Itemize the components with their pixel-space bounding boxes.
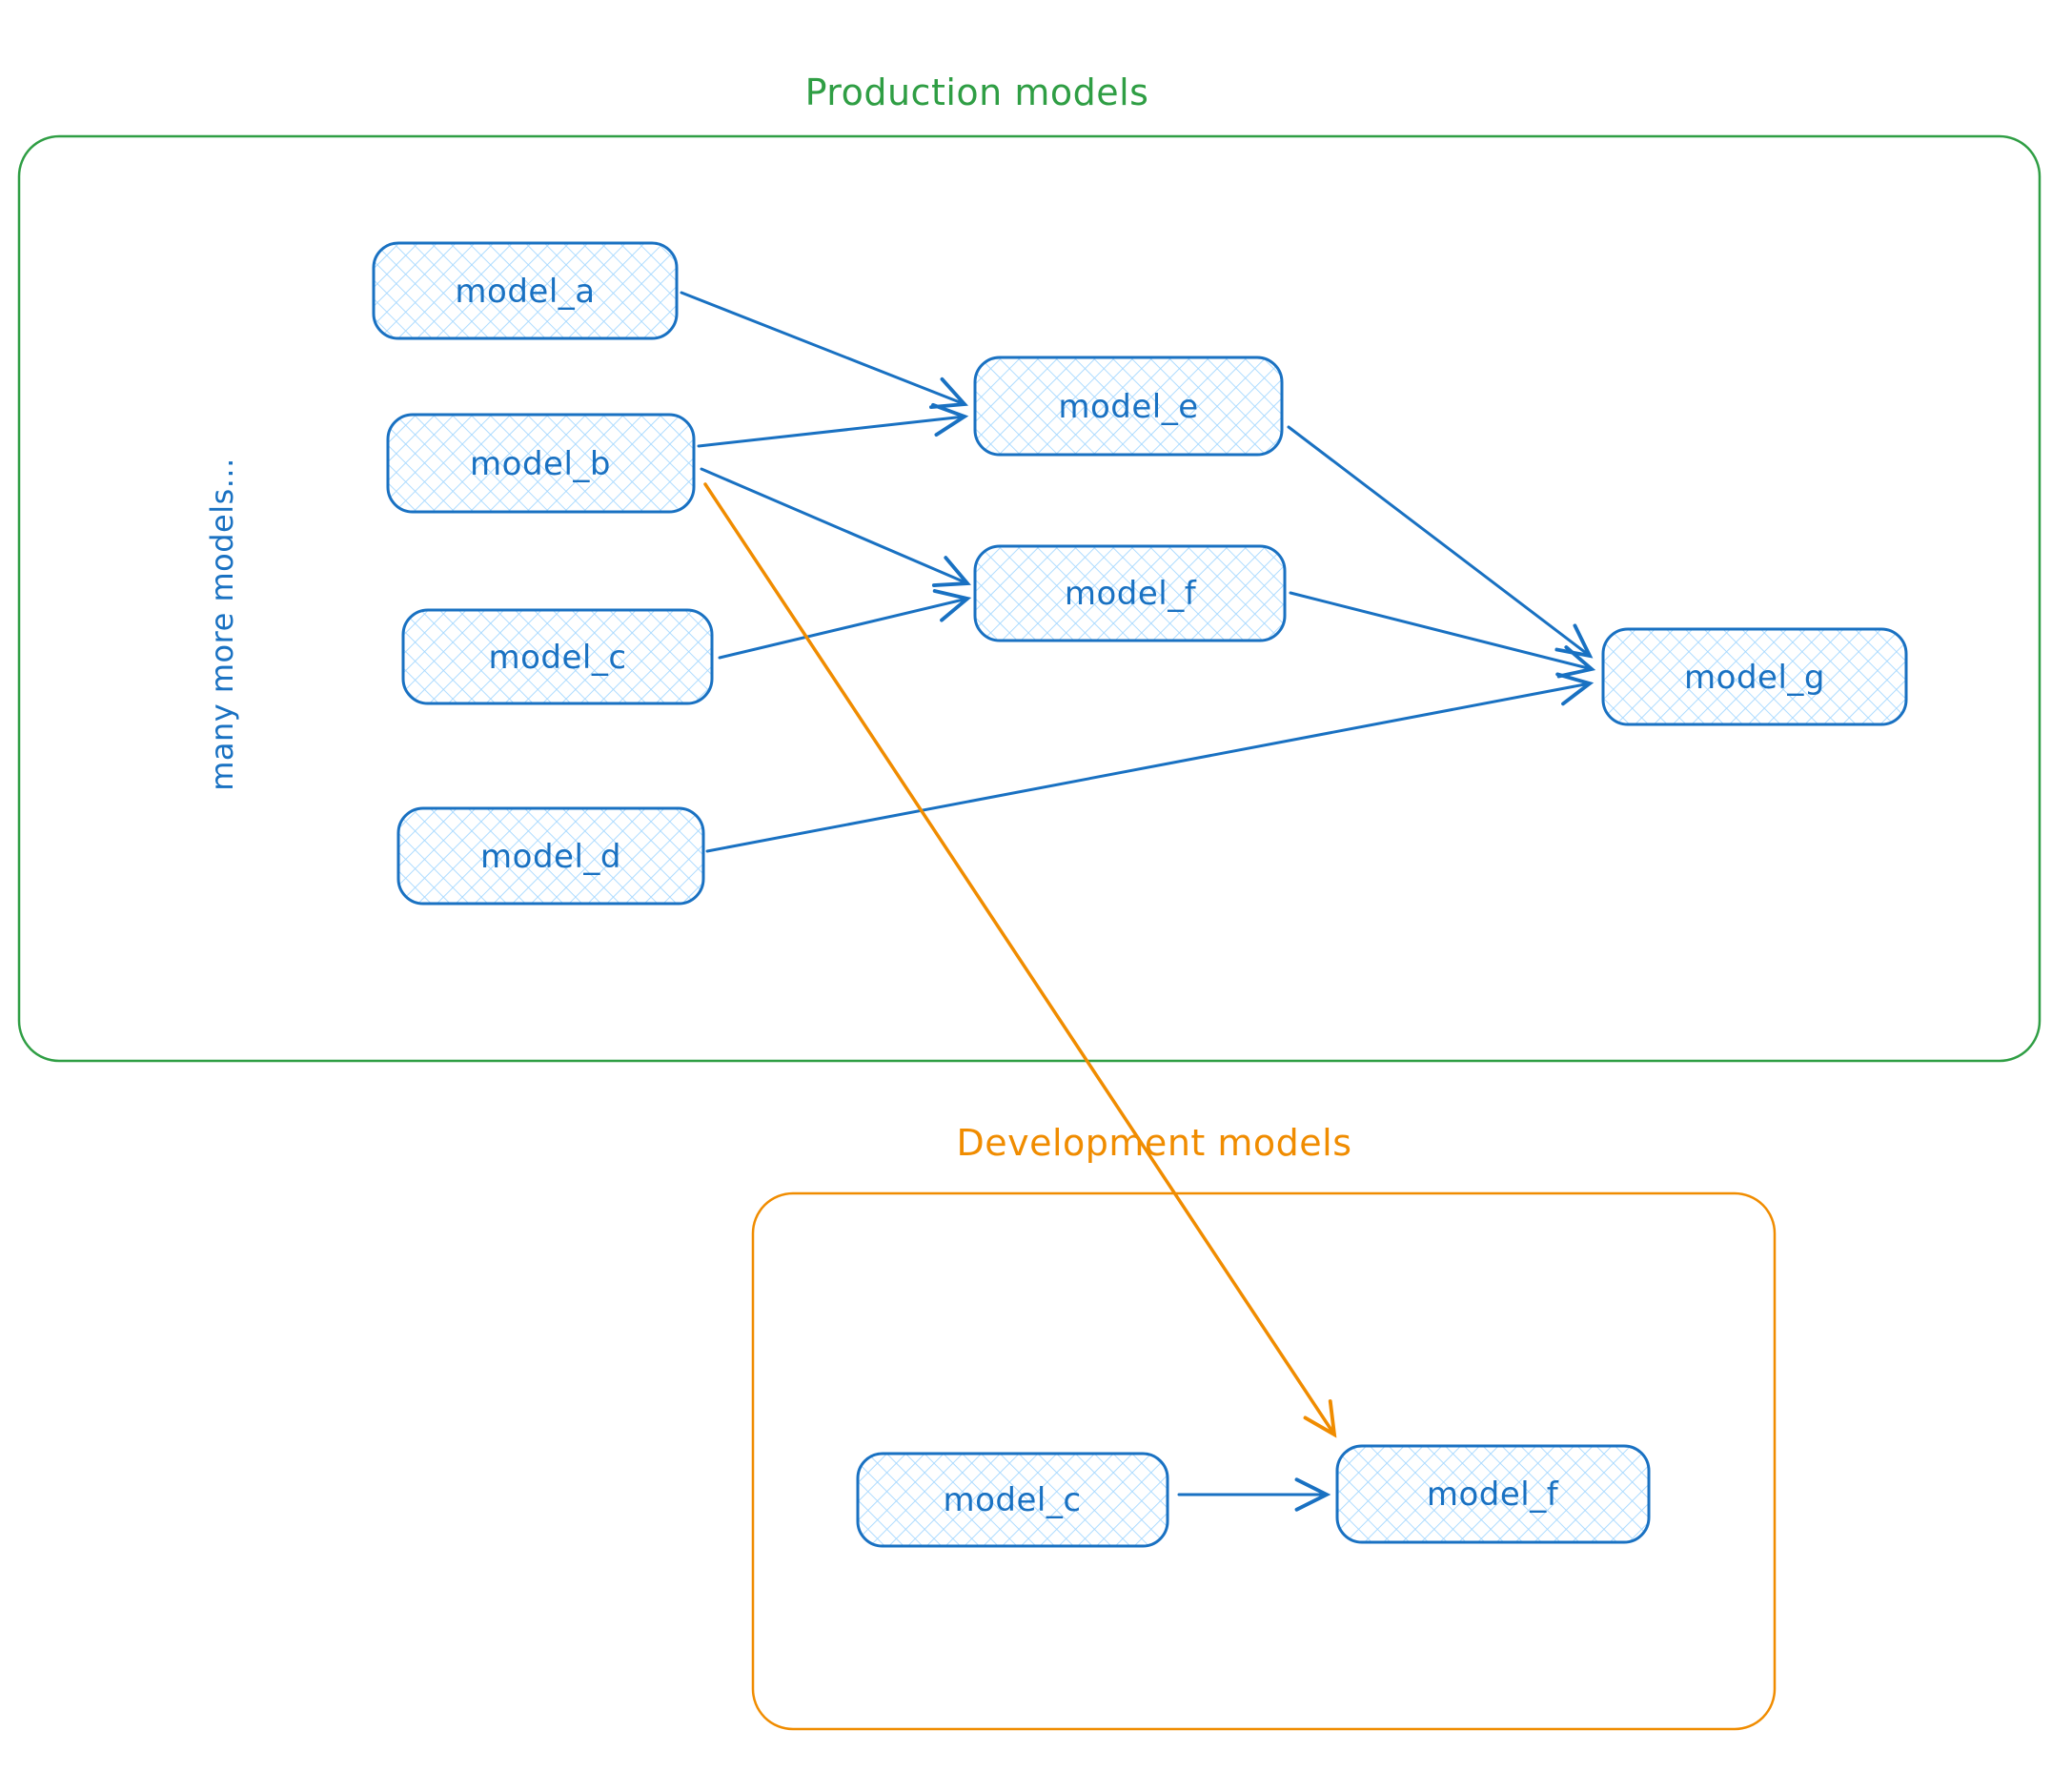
edge-model-b-to-dev-model-f-orange: [703, 482, 1337, 1438]
many-more-models-note: many more models...: [204, 458, 240, 791]
node-dev-model-f-label: model_f: [1427, 1476, 1559, 1514]
node-model-b-label: model_b: [470, 445, 611, 483]
edge-model-e-to-model-g: [1287, 425, 1594, 659]
production-frame-title: Production models: [805, 71, 1149, 113]
node-model-a: model_a: [372, 241, 679, 340]
node-model-c-label: model_c: [488, 639, 626, 677]
node-model-g-label: model_g: [1684, 659, 1825, 697]
node-model-g: model_g: [1601, 627, 1908, 726]
node-model-d: model_d: [396, 806, 705, 906]
edge-model-a-to-model-e: [680, 291, 969, 410]
node-model-c: model_c: [401, 608, 714, 705]
node-dev-model-f: model_f: [1335, 1444, 1651, 1544]
node-model-d-label: model_d: [480, 838, 621, 876]
node-dev-model-c-label: model_c: [943, 1481, 1081, 1519]
production-frame: [17, 134, 2042, 1063]
edge-model-b-to-model-e: [697, 402, 969, 448]
node-model-e-label: model_e: [1058, 388, 1198, 426]
node-dev-model-c: model_c: [856, 1452, 1169, 1548]
edge-model-c-to-model-f: [718, 589, 972, 660]
node-model-e: model_e: [973, 356, 1284, 457]
node-model-a-label: model_a: [455, 273, 595, 311]
edge-model-f-to-model-g: [1289, 591, 1596, 679]
development-frame-title: Development models: [956, 1122, 1351, 1164]
node-model-b: model_b: [386, 413, 696, 514]
development-frame: [751, 1191, 1777, 1731]
edge-model-b-to-model-f: [700, 467, 971, 587]
edge-model-d-to-model-g: [705, 672, 1595, 853]
node-model-f-label: model_f: [1065, 575, 1197, 613]
node-model-f: model_f: [973, 544, 1287, 642]
